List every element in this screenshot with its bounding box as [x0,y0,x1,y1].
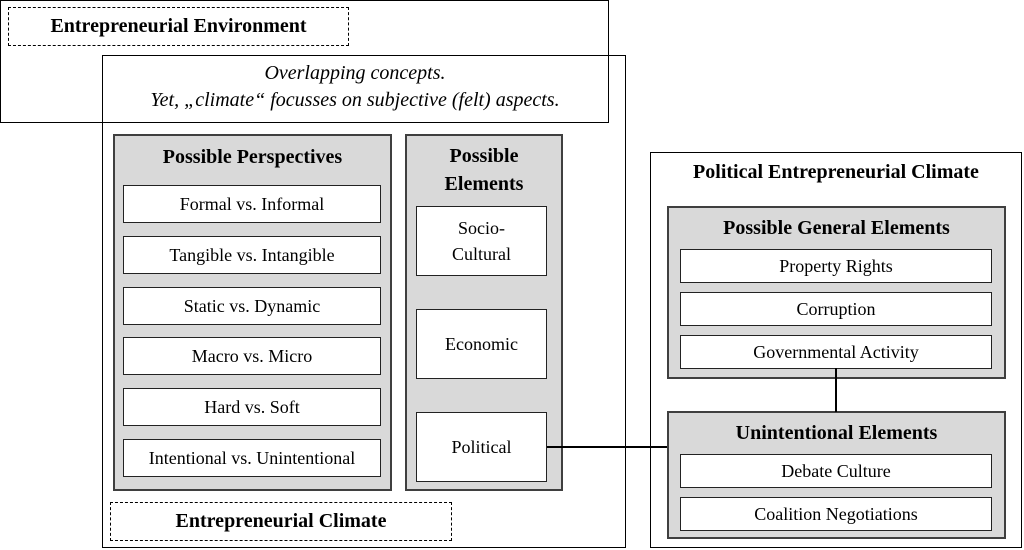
political-entrepreneurial-climate-box: Political Entrepreneurial Climate Possib… [650,152,1022,548]
general-element-item-label: Governmental Activity [753,342,919,362]
entrepreneurial-climate-label-text: Entrepreneurial Climate [175,510,387,532]
unintentional-elements-title: Unintentional Elements [735,422,938,444]
political-entrepreneurial-climate-title: Political Entrepreneurial Climate [693,161,979,183]
perspective-item-label: Hard vs. Soft [204,397,300,417]
general-element-item: Property Rights [680,249,992,283]
general-element-item-label: Property Rights [779,256,893,276]
perspective-item-label: Tangible vs. Intangible [169,245,335,265]
perspective-item-label: Formal vs. Informal [179,194,325,214]
general-to-unintentional-connector [835,368,837,412]
element-item-political: Political [416,412,547,482]
unintentional-element-item: Coalition Negotiations [680,497,992,531]
perspective-item-label: Intentional vs. Unintentional [148,448,356,468]
general-element-item: Corruption [680,292,992,326]
unintentional-element-item-label: Coalition Negotiations [754,504,918,524]
perspective-item: Tangible vs. Intangible [123,236,381,274]
possible-general-elements-title: Possible General Elements [723,217,950,239]
element-item-label: Economic [445,334,518,354]
possible-elements-title: Possible Elements [444,145,524,195]
general-element-item: Governmental Activity [680,335,992,369]
element-item-socio-cultural: Socio-Cultural [416,206,547,276]
possible-perspectives-title: Possible Perspectives [162,146,343,168]
perspective-item: Macro vs. Micro [123,337,381,375]
possible-general-elements-panel: Possible General Elements Property Right… [667,206,1006,379]
perspective-item: Static vs. Dynamic [123,287,381,325]
possible-elements-panel: Possible Elements Socio-Cultural Economi… [405,134,563,491]
element-item-label: Socio-Cultural [452,218,511,264]
overlap-note-line1: Overlapping concepts. [264,62,446,84]
perspective-item: Formal vs. Informal [123,185,381,223]
possible-perspectives-panel: Possible Perspectives Formal vs. Informa… [113,134,392,491]
perspective-item: Hard vs. Soft [123,388,381,426]
entrepreneurial-environment-frame [0,0,609,123]
perspective-item-label: Macro vs. Micro [191,346,313,366]
element-item-economic: Economic [416,309,547,379]
general-element-item-label: Corruption [796,299,876,319]
entrepreneurial-environment-label: Entrepreneurial Environment [8,7,349,46]
unintentional-element-item: Debate Culture [680,454,992,488]
unintentional-element-item-label: Debate Culture [781,461,891,481]
entrepreneurial-climate-frame [102,55,626,548]
perspective-item: Intentional vs. Unintentional [123,439,381,477]
perspective-item-label: Static vs. Dynamic [183,296,321,316]
element-item-label: Political [451,437,512,457]
unintentional-elements-panel: Unintentional Elements Debate Culture Co… [667,411,1006,539]
entrepreneurial-environment-label-text: Entrepreneurial Environment [50,15,307,37]
political-to-political-climate-connector [547,446,667,448]
entrepreneurial-climate-label: Entrepreneurial Climate [110,502,452,541]
overlap-note: Overlapping concepts. Yet, „climate“ foc… [102,60,608,114]
overlap-note-line2: Yet, „climate“ focusses on subjective (f… [150,89,560,111]
